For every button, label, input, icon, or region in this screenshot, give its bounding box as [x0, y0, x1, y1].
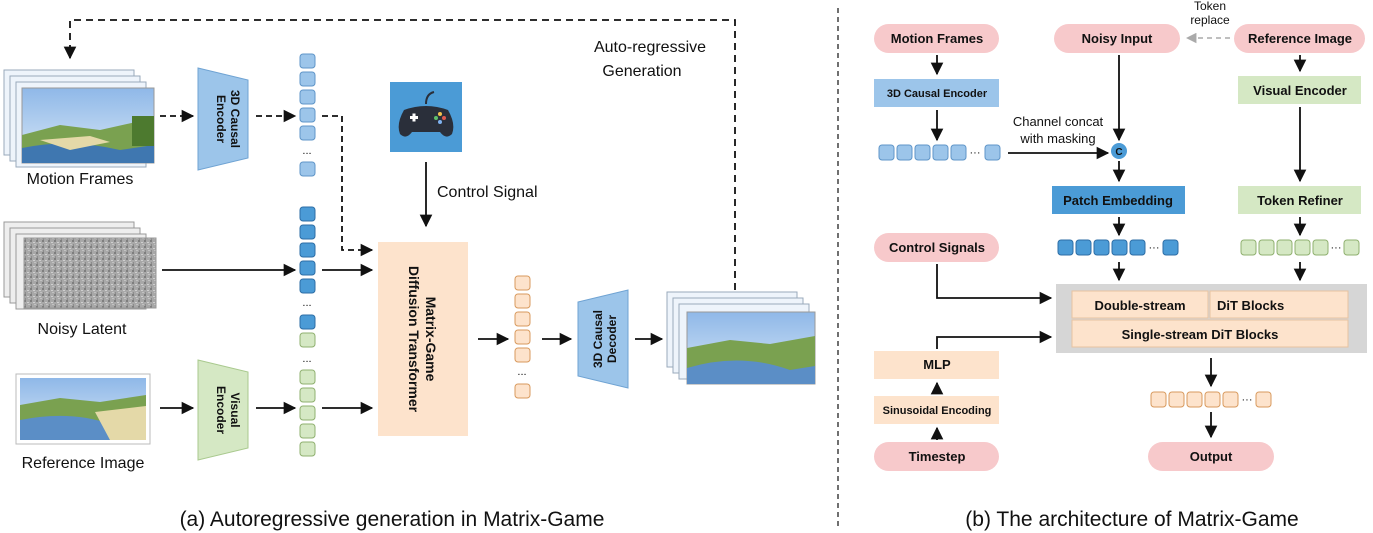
generated-frames-stack	[666, 291, 816, 385]
dit-blocks-box	[1209, 290, 1349, 319]
timestep-pill	[874, 442, 999, 471]
concat-node	[1111, 143, 1127, 159]
token-refiner-box	[1238, 186, 1361, 214]
decoder-3d-block	[577, 289, 629, 389]
dit-block	[378, 242, 468, 436]
svg-text:Noisy Input: Noisy Input	[1082, 31, 1153, 46]
reference-image-label: Reference Image	[22, 455, 145, 472]
caption-b: (b) The architecture of Matrix-Game	[965, 508, 1298, 531]
svg-text:...: ...	[302, 297, 311, 309]
svg-text:...: ...	[517, 366, 526, 378]
refiner-token-row: ···	[1240, 239, 1360, 256]
noisy-input-pill	[1054, 24, 1180, 53]
autoregressive-loop-arrow	[63, 19, 736, 290]
caption-a: (a) Autoregressive generation in Matrix-…	[180, 508, 605, 531]
dit-label: Matrix-GameDiffusion Transformer	[406, 266, 439, 413]
svg-text:···: ···	[1149, 242, 1160, 254]
output-pill	[1148, 442, 1274, 471]
svg-text:Sinusoidal Encoding: Sinusoidal Encoding	[883, 405, 992, 417]
svg-text:Double-stream: Double-stream	[1094, 298, 1185, 313]
encoder-3d-box	[874, 79, 999, 107]
noisy-latent-stack	[3, 221, 157, 310]
mlp-box	[874, 351, 999, 379]
svg-text:Timestep: Timestep	[909, 449, 966, 464]
noisy-latent-label: Noisy Latent	[38, 321, 127, 338]
motion-to-dit-arrow	[322, 115, 374, 257]
control-signal-label: Control Signal	[437, 184, 538, 201]
svg-text:...: ...	[302, 353, 311, 365]
svg-text:Output: Output	[1190, 449, 1233, 464]
svg-text:3D Causal Encoder: 3D Causal Encoder	[887, 88, 988, 100]
svg-text:Token Refiner: Token Refiner	[1257, 193, 1343, 208]
svg-text:Motion Frames: Motion Frames	[891, 31, 983, 46]
encoder-3d-block	[197, 67, 249, 171]
motion-token-row: ···	[878, 144, 1001, 161]
motion-frame-image	[21, 87, 155, 164]
svg-text:···: ···	[1331, 242, 1342, 254]
sinusoidal-box	[874, 396, 999, 424]
svg-text:MLP: MLP	[923, 357, 951, 372]
svg-text:Control Signals: Control Signals	[889, 240, 985, 255]
visual-encoder-box	[1238, 76, 1361, 104]
noise-image	[23, 237, 157, 309]
motion-token-column: ...	[299, 53, 316, 177]
patch-token-row: ···	[1057, 239, 1179, 256]
encoder-3d-label: 3D CausalEncoder	[214, 90, 242, 148]
gamepad-icon	[390, 82, 462, 152]
svg-text:Patch Embedding: Patch Embedding	[1063, 193, 1173, 208]
svg-text:···: ···	[970, 147, 981, 159]
svg-text:C: C	[1115, 147, 1122, 158]
token-ellipsis: ...	[302, 145, 311, 157]
output-token-column: ...	[514, 275, 531, 399]
visual-encoder-block	[197, 359, 249, 461]
double-stream-box	[1071, 290, 1209, 319]
reference-image-frame	[15, 373, 151, 445]
control-signals-pill	[874, 233, 999, 262]
svg-text:···: ···	[1242, 394, 1253, 406]
single-stream-box	[1071, 319, 1349, 348]
motion-frames-stack	[3, 69, 155, 168]
svg-text:Visual Encoder: Visual Encoder	[1253, 83, 1347, 98]
visual-encoder-label: VisualEncoder	[214, 386, 242, 434]
combined-token-column: ... ...	[299, 206, 316, 457]
reference-image-pill	[1234, 24, 1365, 53]
patch-embedding-box	[1052, 186, 1185, 214]
svg-text:Single-stream DiT Blocks: Single-stream DiT Blocks	[1122, 327, 1279, 342]
svg-text:DiT Blocks: DiT Blocks	[1217, 298, 1284, 313]
svg-text:Reference Image: Reference Image	[1248, 31, 1352, 46]
motion-frames-label: Motion Frames	[27, 171, 134, 188]
output-token-row: ···	[1150, 391, 1272, 408]
motion-frames-pill	[874, 24, 999, 53]
decoder-3d-label: 3D CausalDecoder	[591, 310, 619, 368]
